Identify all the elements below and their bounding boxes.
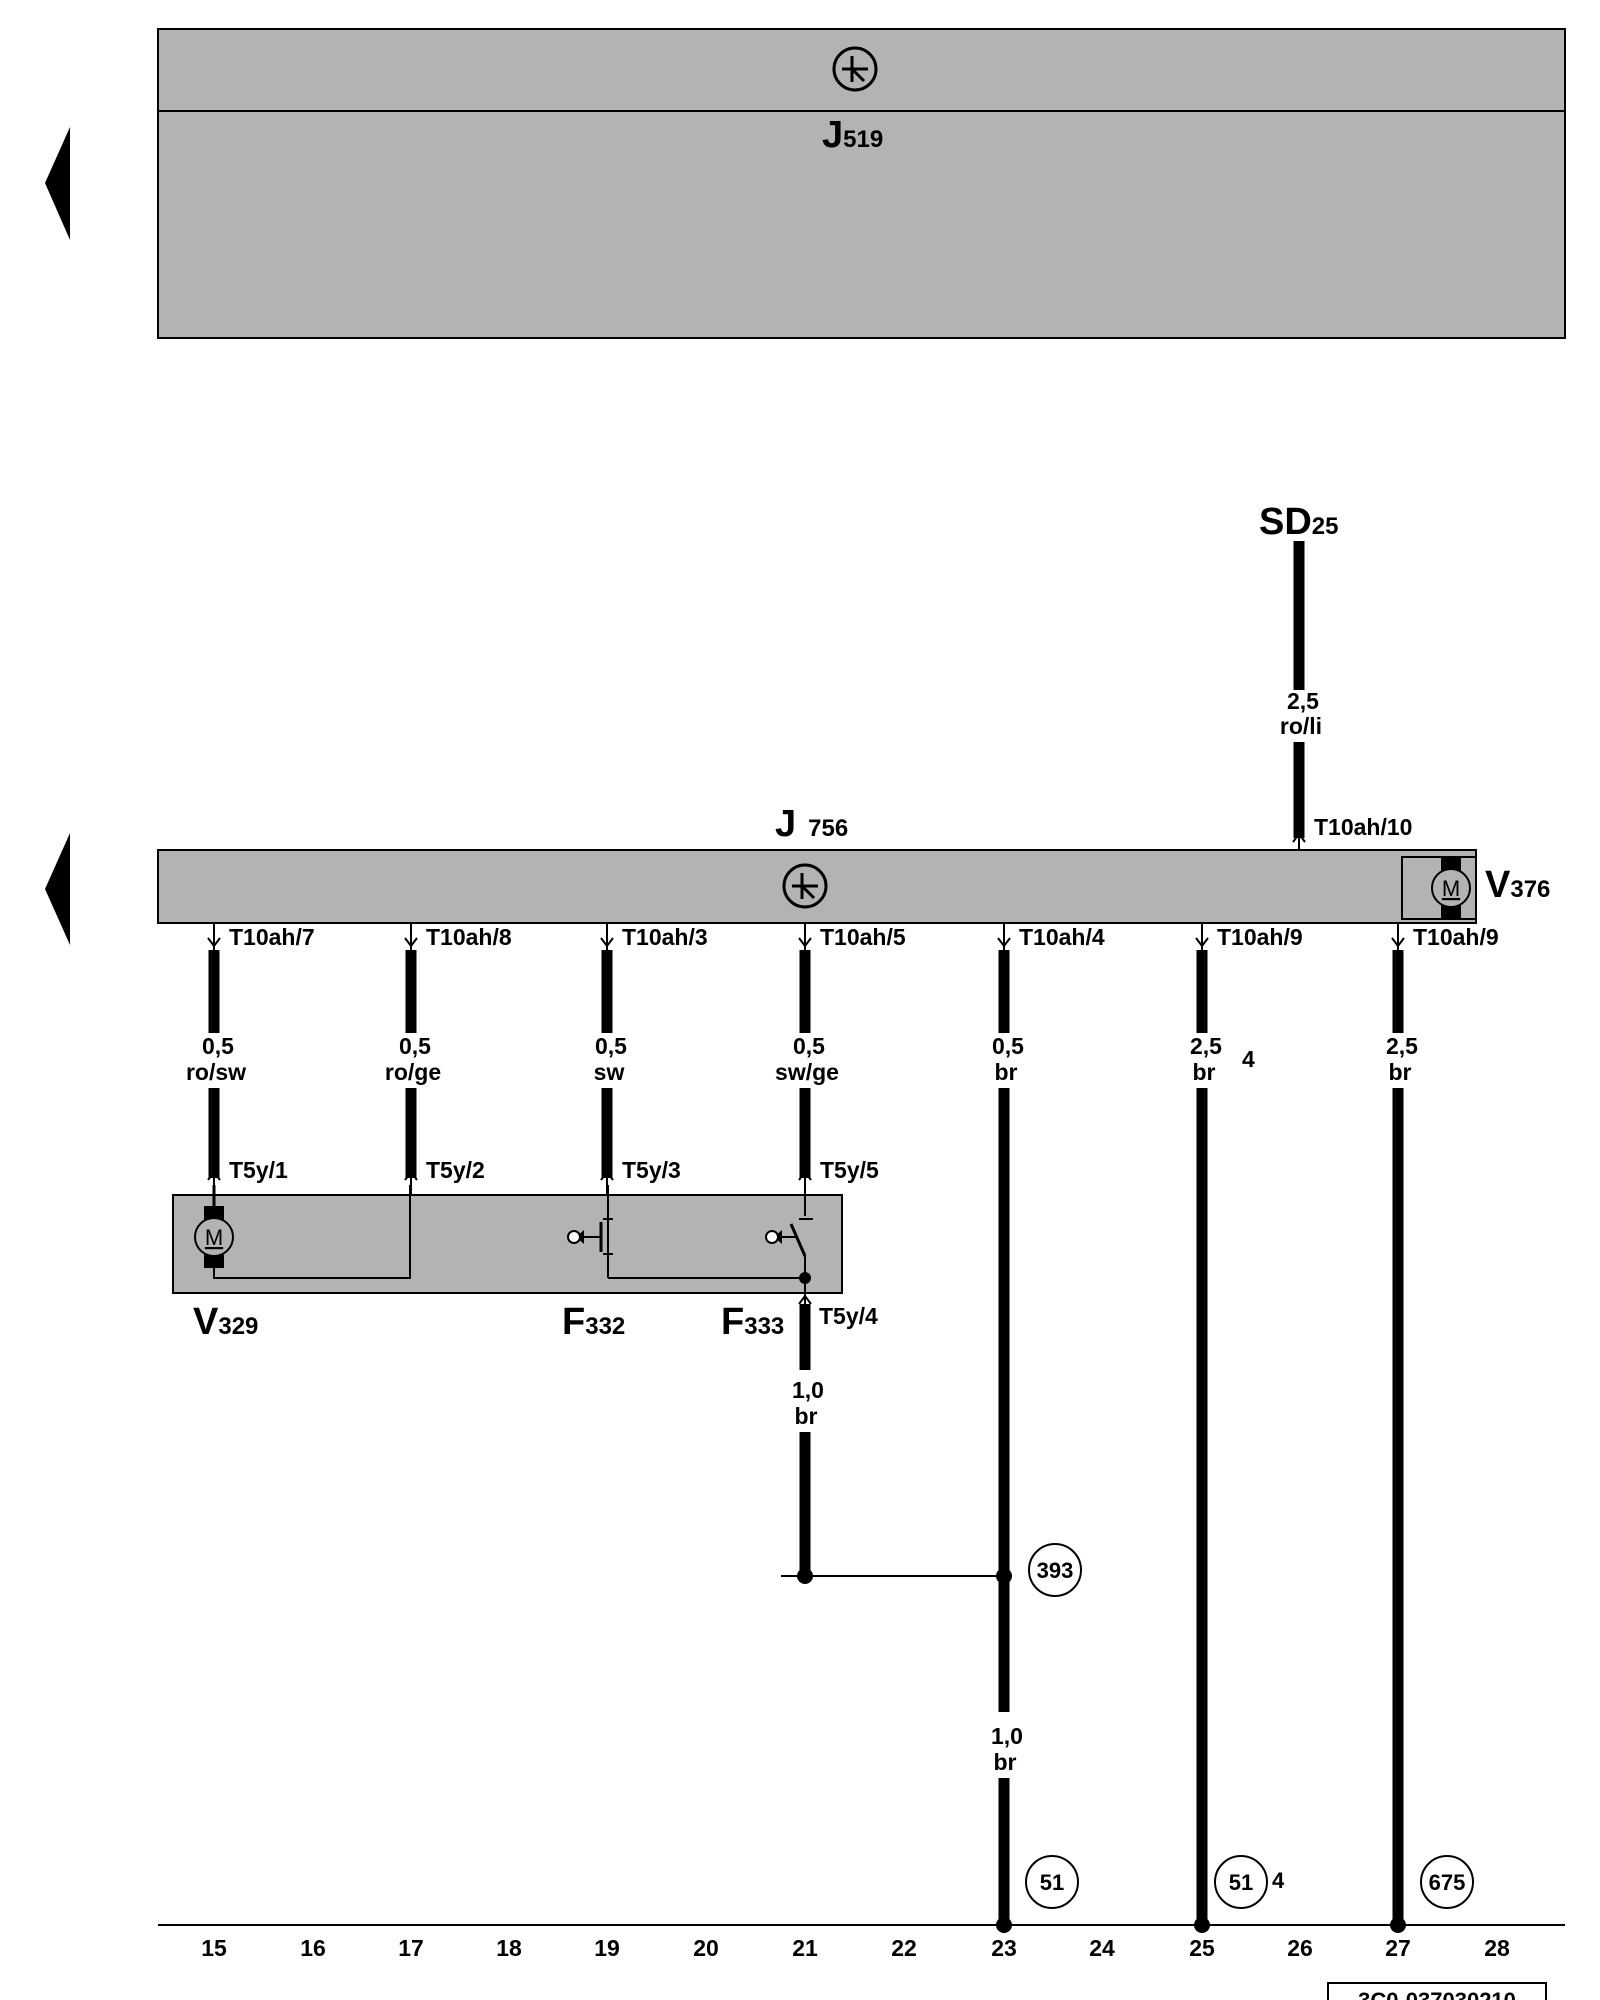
wire-size: 2,5	[1190, 1033, 1222, 1059]
pin-t5y-2: T5y/2	[426, 1157, 485, 1183]
sd25-label: SD25	[1259, 501, 1339, 543]
track-number: 23	[991, 1935, 1017, 1961]
pin-marker	[1195, 937, 1209, 948]
motor-v376-symbol: M	[1442, 876, 1460, 901]
pin-t5y-1: T5y/1	[229, 1157, 288, 1183]
doc-code: 3C0-037030210	[1358, 1988, 1516, 2000]
wire-size: 2,5	[1386, 1033, 1418, 1059]
ref-51-track25[interactable]: 51	[1214, 1855, 1268, 1909]
wire-color: br	[995, 1059, 1018, 1085]
track-number: 22	[891, 1935, 917, 1961]
pin-marker	[207, 1170, 221, 1181]
track-number: 28	[1484, 1935, 1510, 1961]
wire-size: 0,5	[992, 1033, 1024, 1059]
t10ah-pins: T10ah/7 T10ah/8 T10ah/3 T10ah/5 T10ah/4 T10ah…	[207, 923, 1499, 950]
wire-23-lower-color: br	[994, 1749, 1017, 1775]
pin-marker	[798, 1170, 812, 1181]
pin-t10ah-9: T10ah/9	[1413, 924, 1499, 950]
track-number: 27	[1385, 1935, 1411, 1961]
pin-marker	[207, 937, 221, 948]
track-number: 21	[792, 1935, 818, 1961]
ref-393[interactable]: 393	[1028, 1543, 1082, 1597]
svg-text:393: 393	[1037, 1558, 1074, 1583]
pin-t10ah-4: T10ah/4	[1019, 924, 1105, 950]
wire-size: 0,5	[399, 1033, 431, 1059]
motor-icon: M	[1431, 868, 1471, 908]
pin-marker	[600, 1170, 614, 1181]
component-v376-label: V376	[1485, 864, 1550, 906]
track-number: 17	[398, 1935, 424, 1961]
ref-675[interactable]: 675	[1420, 1855, 1474, 1909]
wire-color: sw/ge	[775, 1059, 839, 1085]
wire-f333-size: 1,0	[792, 1377, 824, 1403]
motor-icon: M	[194, 1217, 234, 1257]
left-arrow-icon[interactable]	[45, 833, 70, 945]
pin-t5y-5: T5y/5	[820, 1157, 879, 1183]
pin-t5y-3: T5y/3	[622, 1157, 681, 1183]
pin-marker	[600, 937, 614, 948]
module-j519-label: J519	[822, 114, 883, 156]
pin-marker	[798, 937, 812, 948]
wire-sd25-color: ro/li	[1280, 713, 1322, 739]
pin-t10ah-8: T10ah/8	[426, 924, 512, 950]
wire-color: br	[1193, 1059, 1216, 1085]
wire-color: ro/sw	[186, 1059, 246, 1085]
pin-marker	[404, 1170, 418, 1181]
component-v376-box	[1401, 856, 1477, 920]
pin-t10ah-9: T10ah/9	[1217, 924, 1303, 950]
wire-color: sw	[594, 1059, 625, 1085]
pin-t10ah-7: T10ah/7	[229, 924, 315, 950]
wire-f333-color: br	[795, 1403, 818, 1429]
wire-23-lower-size: 1,0	[991, 1723, 1023, 1749]
actuator-unit	[172, 1194, 843, 1294]
wire-color: ro/ge	[385, 1059, 441, 1085]
pin-marker	[404, 937, 418, 948]
pin-t5y-4: T5y/4	[819, 1303, 878, 1329]
wire-sd25-size: 2,5	[1287, 688, 1319, 714]
track-number: 19	[594, 1935, 620, 1961]
track-number: 18	[496, 1935, 522, 1961]
track-number: 24	[1089, 1935, 1115, 1961]
component-f332-label: F332	[562, 1301, 625, 1343]
module-j519	[157, 28, 1566, 339]
wire-size: 0,5	[202, 1033, 234, 1059]
wire-size: 0,5	[793, 1033, 825, 1059]
left-arrow-icon[interactable]	[45, 127, 70, 240]
switch-icon	[567, 1185, 805, 1279]
svg-text:675: 675	[1429, 1870, 1466, 1895]
component-v329-label: V329	[193, 1301, 258, 1343]
t5y-pins: T5y/1 T5y/2 T5y/3 T5y/5	[207, 1157, 879, 1195]
ref-51-track25-note: 4	[1272, 1868, 1285, 1893]
track-number: 15	[201, 1935, 227, 1961]
svg-text:51: 51	[1229, 1870, 1253, 1895]
wire-color: br	[1389, 1059, 1412, 1085]
pin-t10ah-5: T10ah/5	[820, 924, 906, 950]
track-numbers: 15 16 17 18 19 20 21 22 23 24 25 26 27 28	[201, 1935, 1510, 1961]
svg-text:51: 51	[1040, 1870, 1064, 1895]
pin-marker	[997, 937, 1011, 948]
component-f333-label: F333	[721, 1301, 784, 1343]
track-number: 20	[693, 1935, 719, 1961]
track-number: 25	[1189, 1935, 1215, 1961]
motor-v329-symbol: M	[205, 1225, 223, 1250]
wire-size: 0,5	[595, 1033, 627, 1059]
ref-51-track23[interactable]: 51	[1025, 1855, 1079, 1909]
track-number: 26	[1287, 1935, 1313, 1961]
track-number: 16	[300, 1935, 326, 1961]
ground-transistor-icon	[782, 863, 828, 909]
wire-note: 4	[1242, 1046, 1255, 1072]
pin-marker	[1391, 937, 1405, 948]
pin-t10ah-3: T10ah/3	[622, 924, 708, 950]
pin-t10ah-10: T10ah/10	[1314, 814, 1412, 840]
ground-transistor-icon	[832, 46, 878, 92]
